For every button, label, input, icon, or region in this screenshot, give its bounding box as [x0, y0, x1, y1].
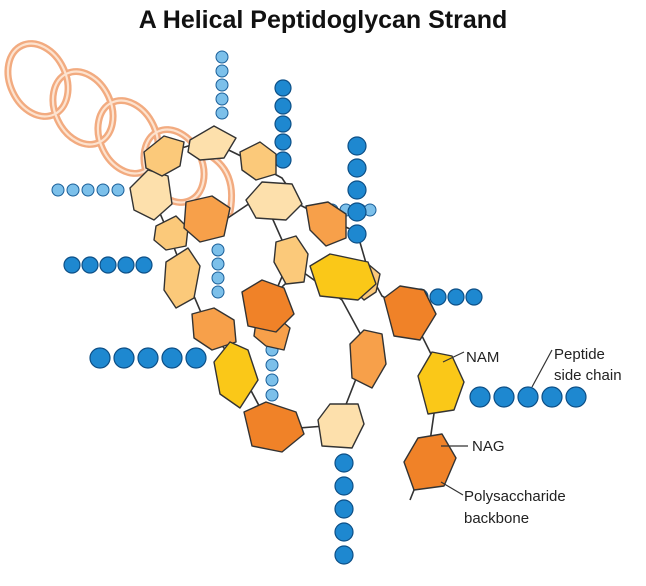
sugar-hexagon [183, 195, 231, 243]
sugar-hexagon [243, 401, 305, 453]
peptide-chain-left-lower [89, 347, 207, 369]
sugar-hexagon [129, 169, 173, 221]
sugar-hexagon [191, 307, 237, 351]
peptide-chain-right-lower [469, 386, 587, 408]
sugar-hexagon [349, 329, 387, 389]
sugar-hexagon [273, 235, 309, 285]
sugar-hexagon [417, 351, 465, 415]
label-backbone-2: backbone [464, 510, 529, 527]
peptide-chain-mid-light [211, 243, 225, 299]
sugar-hexagon [239, 141, 277, 181]
peptide-chain-top-right [347, 136, 367, 244]
sugar-hexagon [317, 403, 365, 449]
peptide-chain-top-light [215, 50, 229, 120]
sugar-hexagon [213, 341, 259, 409]
sugar-hexagon [309, 253, 377, 301]
label-nam: NAM [466, 349, 499, 366]
peptide-chain-top-center [274, 79, 292, 169]
sugar-hexagon [305, 201, 347, 247]
label-peptide-1: Peptide [554, 346, 605, 363]
label-nag: NAG [472, 438, 505, 455]
sugar-hexagons [129, 125, 465, 491]
sugar-hexagon [187, 125, 237, 161]
sugar-hexagon [143, 135, 185, 177]
peptide-chain-left-light [51, 183, 125, 197]
peptide-chain-center-light [265, 343, 279, 402]
diagram-title: A Helical Peptidoglycan Strand [138, 6, 508, 34]
sugar-hexagon [153, 215, 189, 251]
sugar-hexagon [383, 285, 437, 341]
label-backbone-1: Polysaccharide [464, 488, 566, 505]
labels: NAM NAG Peptide side chain Polysaccharid… [464, 346, 622, 527]
peptide-chain-left-upper [63, 256, 153, 274]
peptide-chains-dark [63, 79, 587, 565]
label-leaders [440, 349, 553, 496]
sugar-hexagon [241, 279, 295, 333]
peptide-chain-bottom [334, 453, 354, 565]
sugar-hexagon [245, 181, 303, 221]
sugar-hexagon [163, 247, 201, 309]
sugar-hexagon [403, 433, 457, 491]
label-peptide-2: side chain [554, 367, 622, 384]
